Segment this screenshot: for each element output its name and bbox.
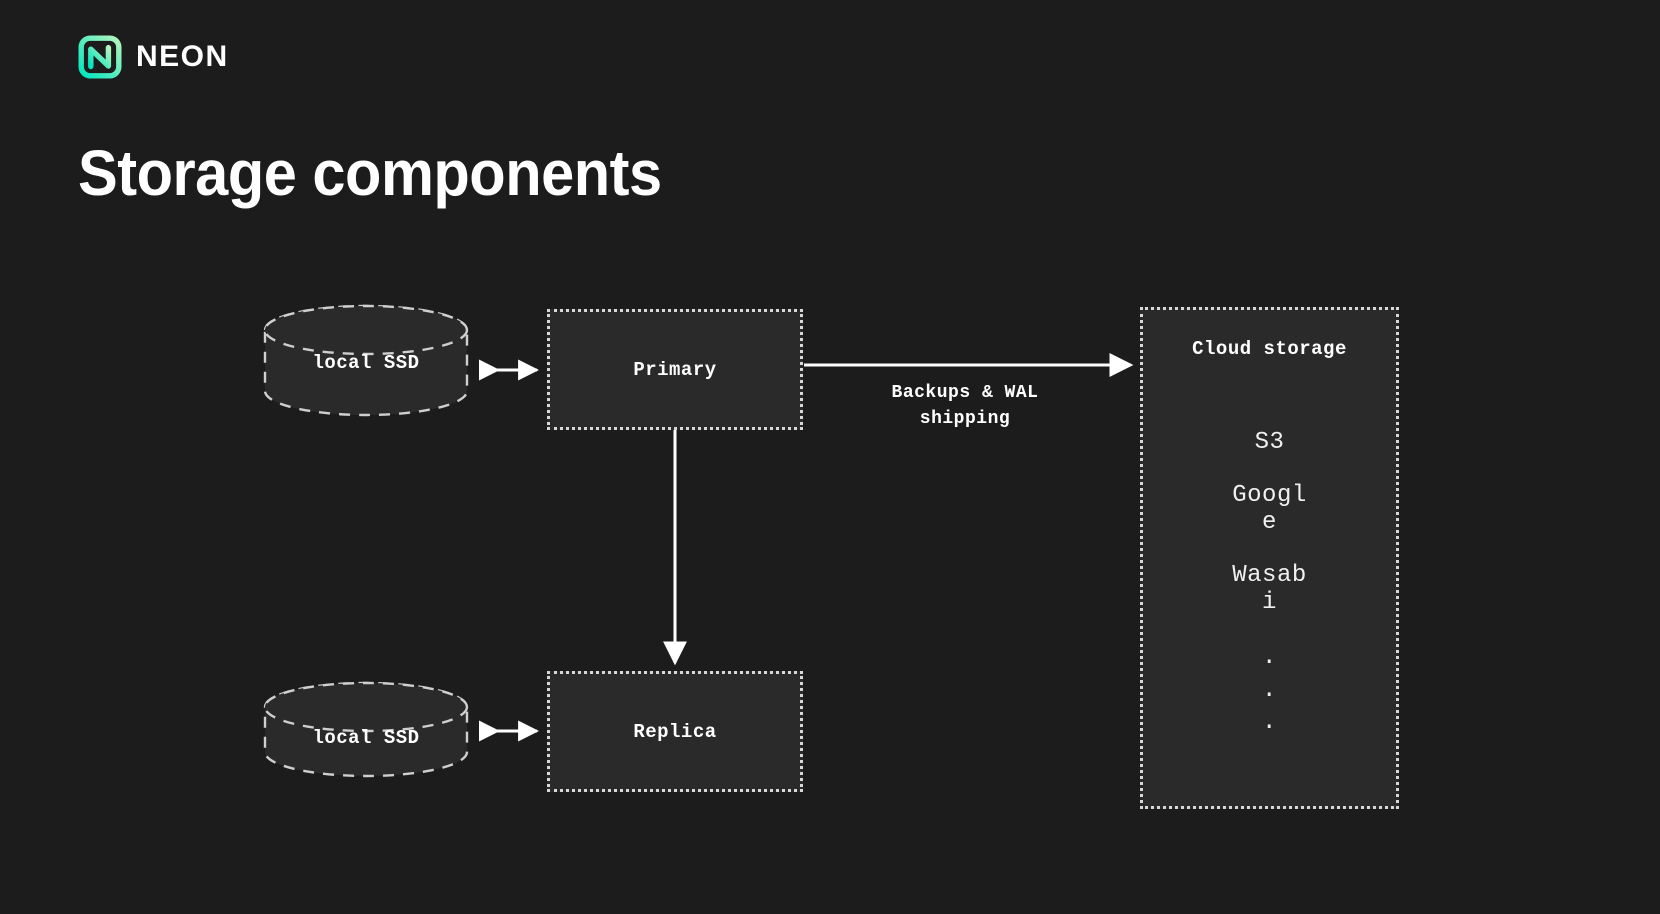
- cloud-provider-item: S3: [1254, 429, 1285, 456]
- edge-label-line-1: Backups & WAL: [891, 383, 1039, 403]
- cylinder-local-ssd-bottom: [263, 681, 469, 778]
- brand-wordmark: NEON: [136, 40, 229, 73]
- node-primary[interactable]: Primary: [547, 309, 803, 430]
- edge-label-backups-wal-shipping: Backups & WAL shipping: [855, 380, 1075, 432]
- node-replica[interactable]: Replica: [547, 671, 803, 792]
- cloud-provider-list: S3 Google Wasabi . . .: [1229, 429, 1311, 740]
- node-replica-label: Replica: [633, 720, 717, 743]
- cloud-provider-item: Google: [1232, 481, 1307, 536]
- node-primary-label: Primary: [633, 358, 717, 381]
- cylinder-local-ssd-top: [263, 304, 469, 417]
- cloud-provider-ellipsis: . . .: [1262, 644, 1277, 737]
- page-title: Storage components: [78, 137, 662, 209]
- node-cloud-storage-label: Cloud storage: [1192, 338, 1347, 360]
- edge-label-line-2: shipping: [919, 409, 1011, 430]
- brand-lockup: NEON: [78, 35, 229, 79]
- neon-logo-icon: [78, 35, 122, 79]
- node-cloud-storage[interactable]: Cloud storage S3 Google Wasabi . . .: [1140, 307, 1399, 809]
- cloud-provider-item: Wasabi: [1232, 561, 1307, 616]
